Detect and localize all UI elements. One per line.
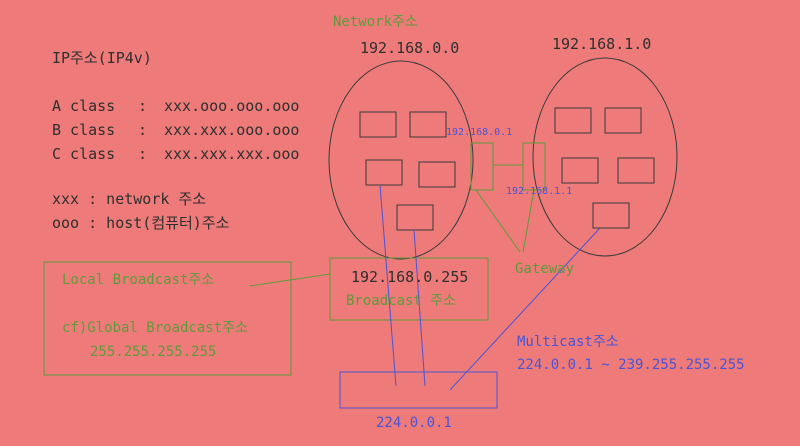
- class-b-name: B class: [52, 121, 116, 139]
- gateway-box-right: [522, 142, 546, 191]
- host-box: [418, 161, 456, 188]
- gateway-box-left: [470, 142, 494, 191]
- local-broadcast-box: [43, 261, 292, 376]
- gateway-callout-line: [522, 189, 535, 253]
- host-box: [617, 157, 655, 184]
- class-a-sep: :: [138, 97, 148, 115]
- multicast-label: Multicast주소: [517, 334, 619, 350]
- multicast-ip: 224.0.0.1: [376, 415, 452, 431]
- multicast-range: 224.0.0.1 ~ 239.255.255.255: [517, 357, 745, 373]
- local-broadcast-callout-line: [249, 273, 331, 287]
- gateway-callout-line: [475, 189, 521, 253]
- multicast-box: [339, 371, 498, 409]
- class-b-pattern: xxx.xxx.ooo.ooo: [164, 121, 300, 139]
- network-ellipse-192-168-0-0: [328, 60, 474, 260]
- network-ellipse-192-168-1-0: [532, 57, 678, 257]
- ip-title: IP주소(IP4v): [52, 49, 152, 67]
- multicast-line: [449, 227, 601, 391]
- net0-label: 192.168.0.0: [360, 39, 460, 57]
- host-box: [359, 111, 397, 138]
- multicast-line: [413, 229, 426, 387]
- broadcast-box: [329, 257, 489, 321]
- class-b-sep: :: [138, 121, 148, 139]
- broadcast-ip: 192.168.0.255: [351, 268, 469, 286]
- gateway0-ip: 192.168.0.1: [446, 127, 513, 138]
- host-box: [561, 157, 599, 184]
- host-box: [365, 159, 403, 186]
- class-a-pattern: xxx.ooo.ooo.ooo: [164, 97, 300, 115]
- network-address-label: Network주소: [333, 14, 418, 30]
- global-broadcast-ip: 255.255.255.255: [90, 344, 217, 360]
- host-box: [592, 202, 630, 229]
- gateway-label: Gateway: [515, 261, 575, 277]
- legend-network: xxx : network 주소: [52, 190, 207, 208]
- global-broadcast-label: cf)Global Broadcast주소: [62, 320, 248, 336]
- class-a-name: A class: [52, 97, 116, 115]
- broadcast-label: Broadcast 주소: [346, 293, 457, 309]
- class-c-pattern: xxx.xxx.xxx.ooo: [164, 145, 300, 163]
- host-box: [554, 107, 592, 134]
- host-box: [604, 107, 642, 134]
- multicast-line: [379, 184, 397, 387]
- net1-label: 192.168.1.0: [552, 35, 652, 53]
- legend-host: ooo : host(컴퓨터)주소: [52, 214, 230, 232]
- local-broadcast-label: Local Broadcast주소: [62, 272, 215, 288]
- class-c-sep: :: [138, 145, 148, 163]
- host-box: [396, 204, 434, 231]
- host-box: [409, 111, 447, 138]
- class-c-name: C class: [52, 145, 116, 163]
- gateway1-ip: 192.168.1.1: [506, 186, 573, 197]
